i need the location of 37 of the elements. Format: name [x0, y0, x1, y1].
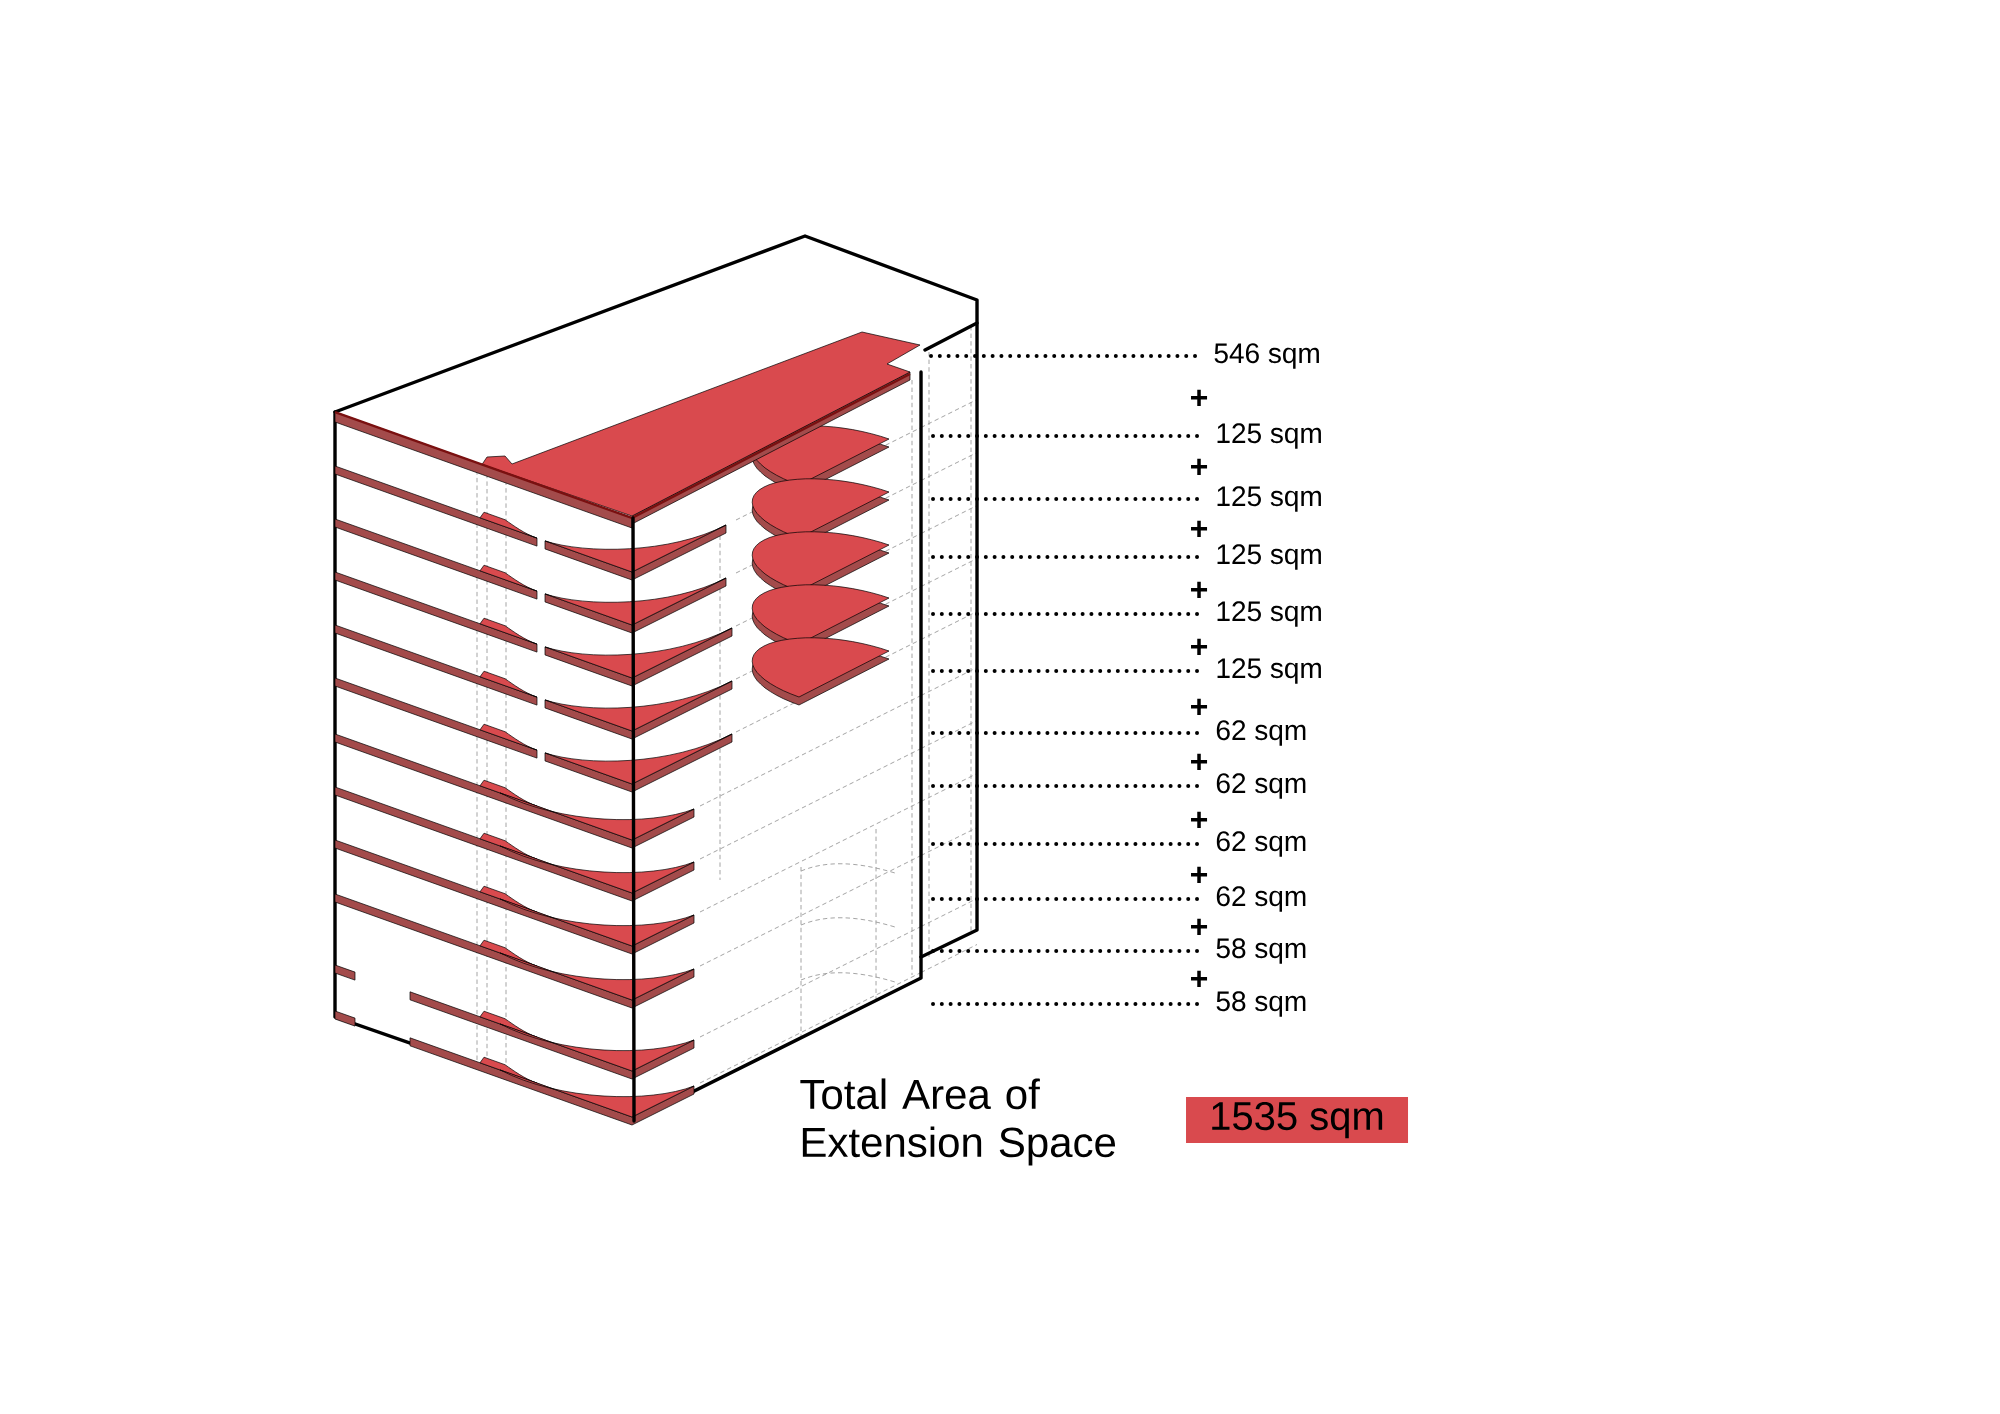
plus-sign: +: [1191, 389, 1208, 406]
area-label: 58 sqm: [1216, 991, 1306, 1017]
area-label: 62 sqm: [1216, 886, 1306, 912]
plus-sign: +: [1191, 638, 1208, 655]
leader-line: [928, 1002, 1199, 1006]
area-label: 125 sqm: [1217, 423, 1321, 449]
area-label: 125 sqm: [1217, 658, 1321, 684]
plus-sign: +: [1191, 918, 1208, 935]
area-label: 62 sqm: [1216, 720, 1306, 746]
plus-sign: +: [1191, 581, 1208, 598]
leader-line: [928, 612, 1199, 616]
total-area-label: Total Area of Extension Space: [800, 1078, 1116, 1166]
plus-sign: +: [1191, 458, 1208, 475]
plus-sign: +: [1191, 753, 1208, 770]
area-label: 125 sqm: [1217, 601, 1321, 627]
area-label: 62 sqm: [1216, 831, 1306, 857]
plus-sign: +: [1191, 811, 1208, 828]
area-label: 62 sqm: [1216, 773, 1306, 799]
leader-line: [928, 842, 1199, 846]
leader-line: [928, 354, 1197, 358]
leader-line: [928, 949, 1199, 953]
plus-sign: +: [1191, 698, 1208, 715]
leader-line: [928, 555, 1199, 559]
plus-sign: +: [1191, 866, 1208, 883]
leader-line: [928, 434, 1199, 438]
area-label: 125 sqm: [1217, 486, 1321, 512]
plus-sign: +: [1191, 520, 1208, 537]
leader-line: [928, 897, 1199, 901]
total-area-box: 1535 sqm: [1186, 1097, 1408, 1143]
leader-line: [928, 669, 1199, 673]
area-label: 125 sqm: [1217, 544, 1321, 570]
leader-line: [928, 731, 1199, 735]
area-label: 546 sqm: [1214, 343, 1319, 369]
leader-line: [928, 497, 1199, 501]
leader-line: [928, 784, 1199, 788]
plus-sign: +: [1191, 970, 1208, 987]
area-label: 58 sqm: [1216, 938, 1306, 964]
